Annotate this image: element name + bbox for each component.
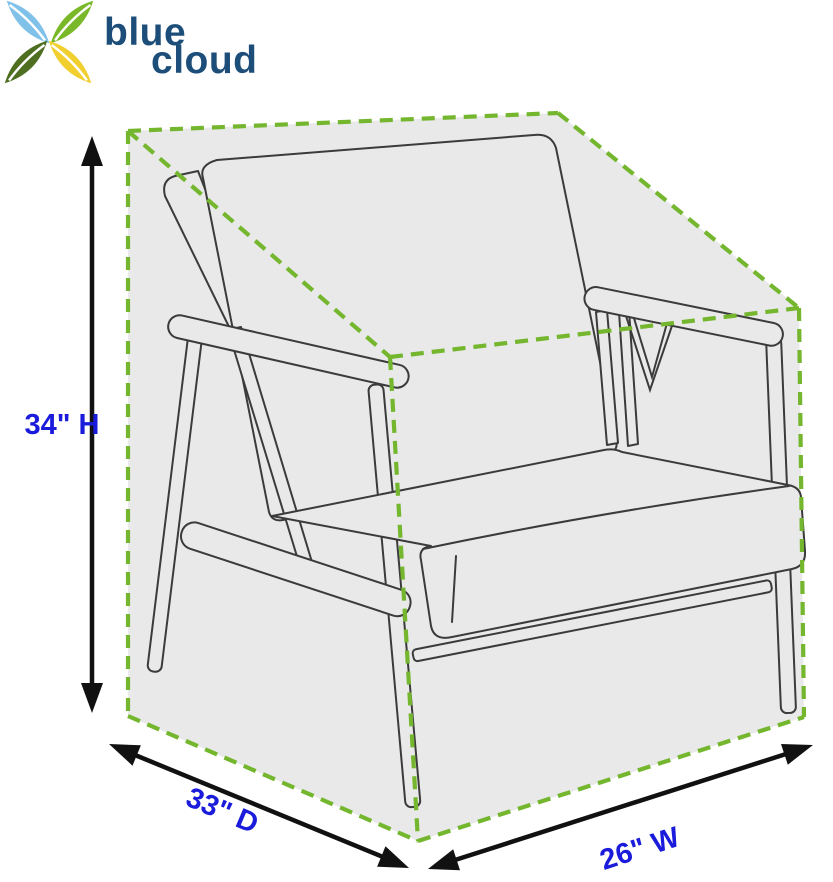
arrow-up-icon bbox=[81, 136, 103, 166]
cover-edge-top-back bbox=[127, 110, 559, 134]
leaf-bottom-right-icon bbox=[48, 40, 92, 84]
height-dimension-label: 34" H bbox=[24, 409, 100, 441]
cover-edge-bottom-left bbox=[127, 714, 419, 843]
leaf-top-left-icon bbox=[6, 0, 50, 44]
chair-armrest-right bbox=[583, 286, 784, 347]
cover-edge-top-slope-right bbox=[556, 111, 801, 310]
brand-name-line1: blue bbox=[104, 11, 187, 54]
arrow-upright-icon bbox=[781, 744, 813, 765]
cover-edge-top-slope-left bbox=[126, 129, 392, 359]
arrow-upleft-icon bbox=[109, 744, 141, 766]
leaf-top-right-icon bbox=[50, 0, 94, 44]
chair-front-rail bbox=[411, 579, 773, 663]
armchair-illustration bbox=[146, 133, 807, 809]
cover-edge-bottom-right bbox=[417, 715, 805, 843]
chair-brace-right-inner bbox=[632, 314, 670, 381]
height-arrow bbox=[81, 136, 103, 713]
arrow-downleft-icon bbox=[428, 849, 460, 871]
arrow-down-icon bbox=[81, 683, 103, 713]
depth-arrow bbox=[109, 744, 409, 868]
cover-edge-right-vertical bbox=[796, 307, 807, 718]
chair-armrest-left bbox=[167, 314, 410, 389]
width-arrow bbox=[428, 744, 813, 871]
chair-seat-seam bbox=[451, 555, 457, 623]
arrow-downright-icon bbox=[377, 846, 409, 868]
chair-seat-front-edge bbox=[422, 485, 790, 550]
cover-outline bbox=[125, 110, 807, 843]
leaf-bottom-left-icon bbox=[4, 40, 48, 84]
cover-edge-front-vertical bbox=[387, 356, 421, 842]
chair-stretcher-left bbox=[179, 521, 412, 618]
brand-name-line2: cloud bbox=[151, 39, 258, 82]
cover-edge-front-top bbox=[389, 305, 800, 360]
brand-logo bbox=[2, 0, 102, 88]
leaf-pinwheel-icon bbox=[4, 0, 94, 84]
chair-brace-right-outer bbox=[625, 315, 676, 394]
